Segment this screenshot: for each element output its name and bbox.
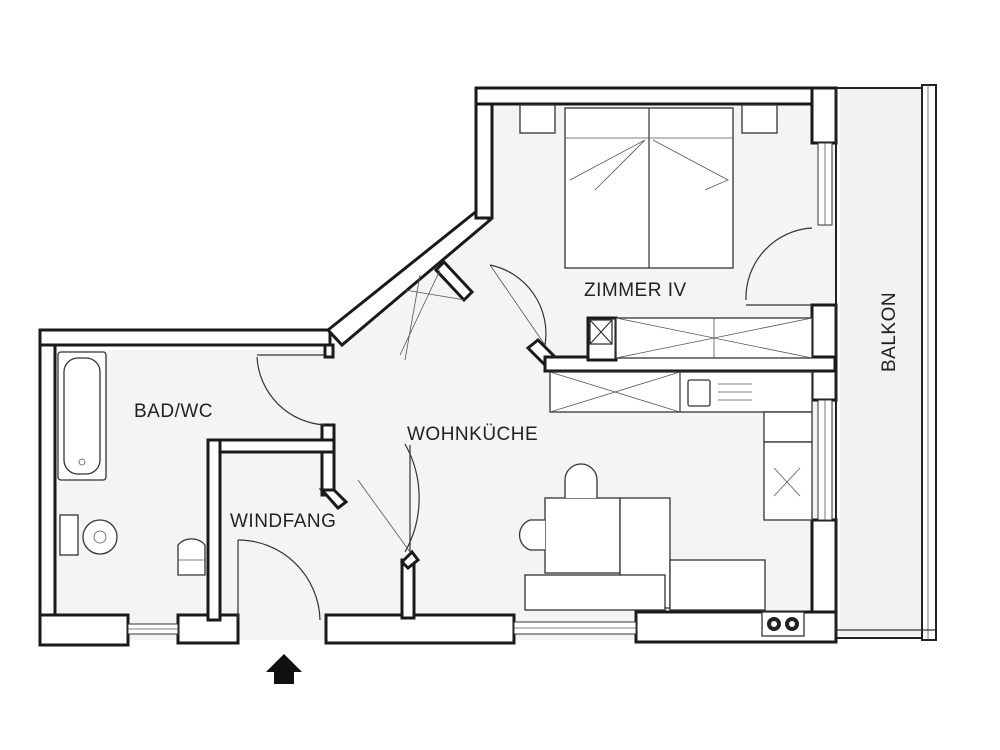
bathroom-fixtures [57, 351, 206, 576]
entrance-arrow-icon [266, 654, 302, 684]
bedroom-furniture [519, 104, 813, 359]
room-label-wohnkueche: WOHNKÜCHE [407, 424, 538, 445]
doors [237, 227, 813, 621]
room-label-windfang: WINDFANG [230, 511, 336, 532]
windows [127, 142, 833, 635]
kitchen [549, 371, 813, 637]
dining-furniture [518, 463, 766, 611]
outer-walls [38, 86, 838, 647]
room-label-zimmer: ZIMMER IV [584, 280, 687, 301]
interior-walls [206, 259, 837, 622]
room-label-bad: BAD/WC [134, 401, 213, 422]
room-label-balkon: BALKON [879, 292, 900, 372]
